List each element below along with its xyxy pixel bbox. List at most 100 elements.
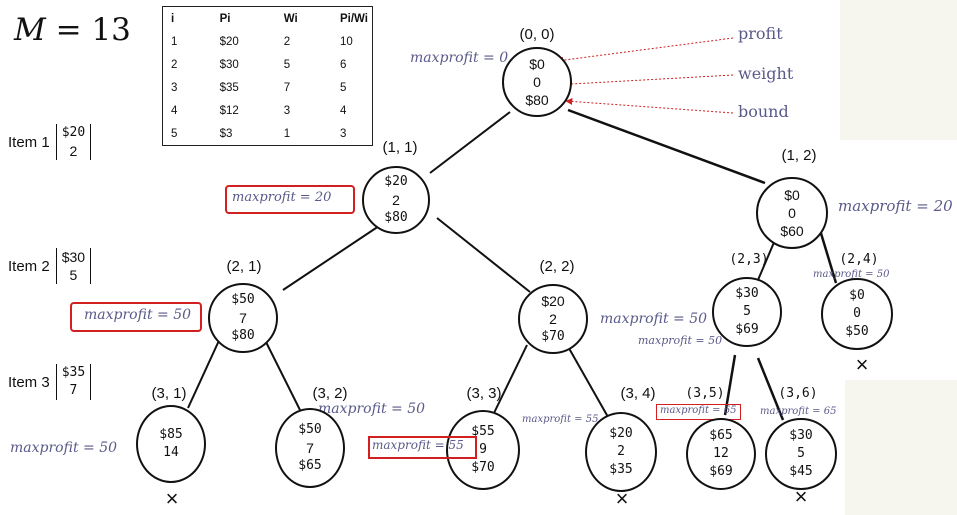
maxprofit-highlight [368,436,477,459]
table-cell: 2 [283,35,291,48]
node-profit: $0 [529,56,545,72]
node-profit: $50 [231,292,255,307]
node-31-coord: (3, 1) [151,385,187,402]
edge-11-22 [436,217,531,293]
node-33-maxprofit: maxprofit = 55 [372,438,464,452]
edge-23-36 [756,357,785,421]
table-cell: 1 [171,35,178,48]
table-row: 3 $35 7 5 [163,76,373,99]
node-weight: 2 [549,311,557,327]
node-weight: 9 [479,442,487,457]
maxprofit-highlight [656,404,741,420]
node-weight: 0 [853,306,861,321]
edge-21-31 [187,333,223,409]
node-22-maxprofit: maxprofit = 50 [600,311,708,327]
item-vector: $20 2 [55,124,92,160]
node-bound: $69 [735,322,759,337]
node-profit: $0 [849,288,865,303]
node-36-coord: (3,6) [778,386,818,401]
table-cell: 5 [283,58,291,71]
node-bound: $69 [709,464,733,479]
node-profit: $0 [784,187,800,203]
node-weight: 2 [617,444,625,459]
node-22-coord: (2, 2) [539,258,575,275]
node-profit: $30 [789,428,813,443]
node-weight: 14 [163,445,179,460]
table-cell: 1 [283,127,291,140]
node-21-coord: (2, 1) [226,258,262,275]
node-11-coord: (1, 1) [382,139,418,156]
item-weight: 2 [69,143,78,159]
header-ratio: Pi/Wi [339,12,368,25]
pruned-x-icon: × [794,484,808,509]
edge-21-32 [265,341,301,411]
node-weight: 5 [797,446,805,461]
node-profit: $55 [471,424,495,439]
maxprofit-highlight [225,185,355,214]
node-34-coord: (3, 4) [620,385,656,402]
item-3-label: Item 3 $35 7 [8,364,92,400]
edge-00-12 [567,108,766,185]
node-bound: $80 [525,92,549,108]
header-i: i [171,12,175,25]
node-profit: $20 [609,426,633,441]
item-profit: $20 [61,125,86,140]
item-2-label: Item 2 $30 5 [8,248,92,284]
node-profit: $85 [159,427,183,442]
profit-arrow [556,37,734,64]
item-weight: 7 [69,383,78,398]
table-cell: 10 [339,35,353,48]
table-cell: $30 [219,58,239,71]
node-00-maxprofit: maxprofit = 0 [410,50,509,66]
table-cell: 3 [171,81,178,94]
node-weight: 7 [239,310,247,326]
table-cell: 3 [283,104,291,117]
node-profit: $20 [384,174,408,189]
node-34-maxprofit: maxprofit = 55 [522,414,599,425]
node-33-coord: (3, 3) [466,385,502,402]
edge-12-24 [818,229,838,284]
node-bound: $80 [231,328,255,343]
legend-bound: bound [738,102,789,121]
node-profit: $50 [298,422,322,437]
edge-11-21 [282,219,389,291]
table-cell: 2 [171,58,178,71]
item-1-label: Item 1 $20 2 [8,124,92,160]
node-12-coord: (1, 2) [781,147,817,164]
node-profit: $20 [541,293,565,309]
node-bound: $45 [789,464,813,479]
table-cell: 4 [339,104,347,117]
node-32-maxprofit: maxprofit = 50 [318,401,426,417]
table-cell: $3 [219,127,233,140]
node-weight: 0 [533,74,541,90]
node-36: $30 5 $45 [765,418,837,490]
node-12-maxprofit: maxprofit = 20 [838,197,953,215]
node-21: $50 7 $80 [208,283,278,353]
legend-profit: profit [738,24,783,43]
node-11: $20 2 $80 [362,166,430,234]
table-header-row: i Pi Wi Pi/Wi [163,7,373,31]
pruned-x-icon: × [165,486,179,511]
edge-22-34 [565,342,609,418]
node-31-maxprofit: maxprofit = 50 [10,440,118,456]
node-weight: 7 [306,440,314,456]
edge-23-35 [723,354,737,416]
node-32: $50 7 $65 [275,408,345,488]
node-profit: $30 [735,286,759,301]
node-weight: 0 [788,205,796,221]
node-24-coord: (2,4) [839,252,879,267]
edge-00-11 [429,111,511,174]
node-22: $20 2 $70 [518,284,588,354]
table-cell: 6 [339,58,347,71]
table-cell: $12 [219,104,239,117]
node-11-maxprofit: maxprofit = 20 [232,190,332,205]
capacity-label: M = 13 [14,12,131,48]
node-00-coord: (0, 0) [519,26,555,43]
item-name: Item 3 [8,373,50,391]
item-weight: 5 [69,267,78,283]
header-wi: Wi [283,12,298,25]
item-profit: $30 [61,249,86,265]
node-bound: $35 [609,462,633,477]
